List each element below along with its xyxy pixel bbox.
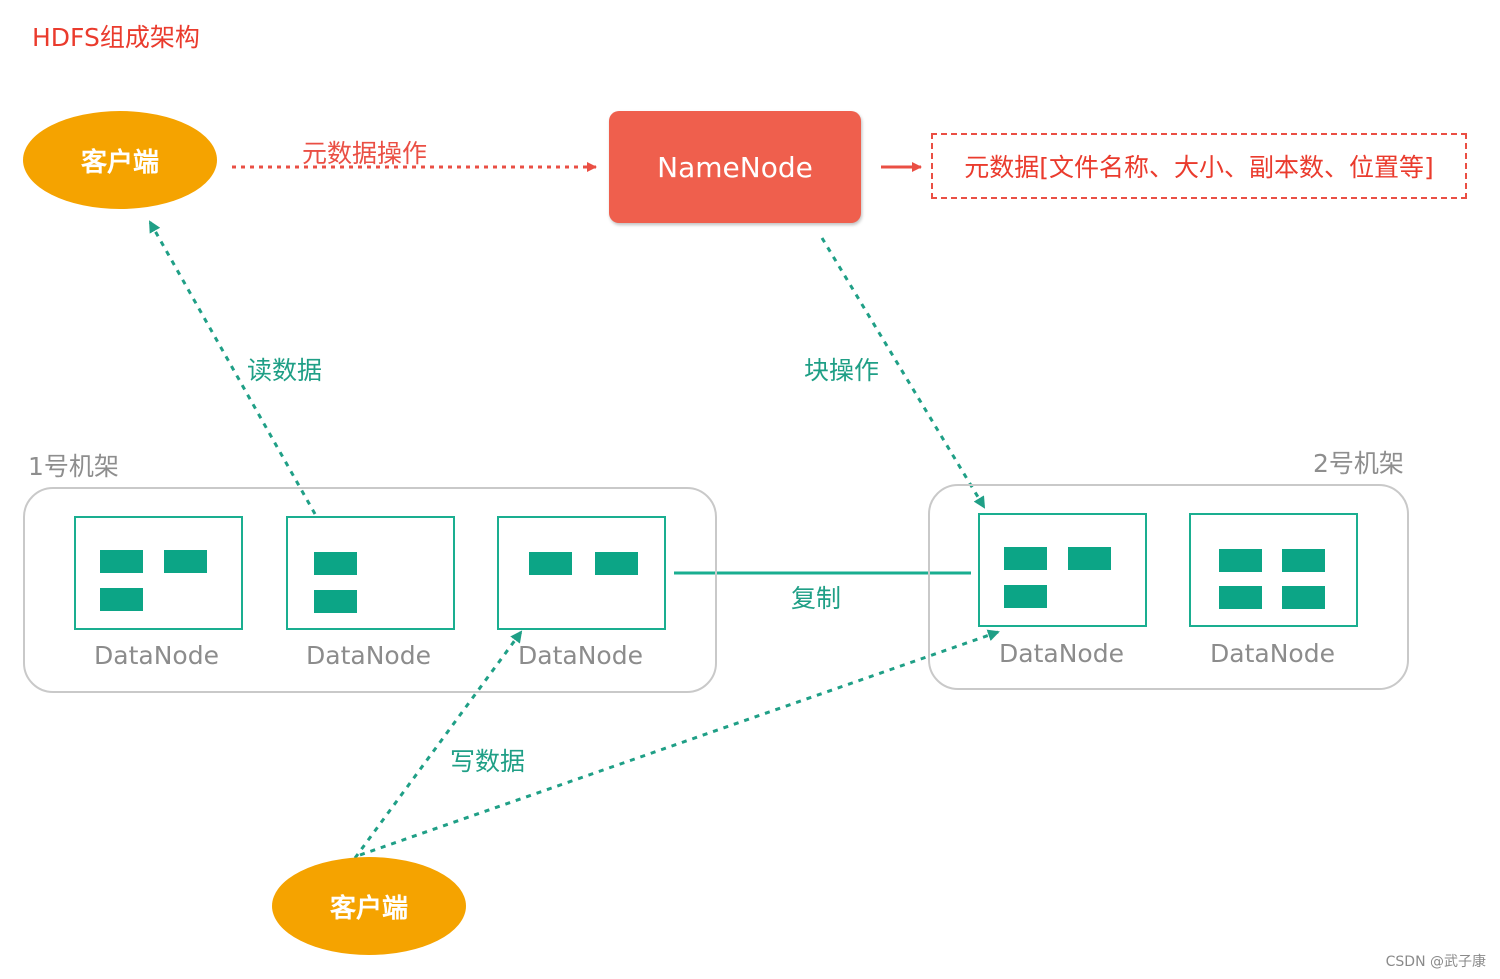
namenode-box: NameNode <box>609 111 861 223</box>
datanode-r2-2 <box>1189 513 1358 627</box>
block <box>1004 585 1047 608</box>
block <box>1282 586 1325 609</box>
block <box>1004 547 1047 570</box>
block <box>100 588 143 611</box>
block <box>1282 549 1325 572</box>
label-metadata-op: 元数据操作 <box>302 139 428 168</box>
block <box>164 550 207 573</box>
rack2-label: 2号机架 <box>1313 449 1404 478</box>
client-bottom: 客户端 <box>272 857 466 955</box>
block <box>1219 549 1262 572</box>
datanode-r2-1 <box>978 513 1147 627</box>
datanode-r1-2-label: DataNode <box>306 641 431 670</box>
block <box>314 552 357 575</box>
label-write-data: 写数据 <box>450 747 526 776</box>
block <box>314 590 357 613</box>
watermark: CSDN @武子康 <box>1385 954 1486 970</box>
label-read-data: 读数据 <box>247 356 323 385</box>
datanode-r1-3-label: DataNode <box>518 641 643 670</box>
client-top: 客户端 <box>23 111 217 209</box>
block <box>529 552 572 575</box>
block <box>595 552 638 575</box>
label-block-op: 块操作 <box>804 356 880 385</box>
block <box>1219 586 1262 609</box>
datanode-r2-1-label: DataNode <box>999 639 1124 668</box>
block <box>100 550 143 573</box>
rack1-container <box>23 487 717 693</box>
label-replicate: 复制 <box>791 584 842 613</box>
datanode-r1-1 <box>74 516 243 630</box>
datanode-r1-3 <box>497 516 666 630</box>
edge-block-op <box>820 237 986 509</box>
rack2-container <box>928 484 1409 690</box>
block <box>1068 547 1111 570</box>
datanode-r2-2-label: DataNode <box>1210 639 1335 668</box>
edge-read-data <box>148 220 317 515</box>
edge-write-data-rack1 <box>353 630 523 859</box>
diagram-title: HDFS组成架构 <box>32 23 200 52</box>
datanode-r1-1-label: DataNode <box>94 641 219 670</box>
rack1-label: 1号机架 <box>28 452 119 481</box>
edge-write-data-rack2 <box>359 629 1000 857</box>
metadata-box: 元数据[文件名称、大小、副本数、位置等] <box>931 133 1467 199</box>
datanode-r1-2 <box>286 516 455 630</box>
